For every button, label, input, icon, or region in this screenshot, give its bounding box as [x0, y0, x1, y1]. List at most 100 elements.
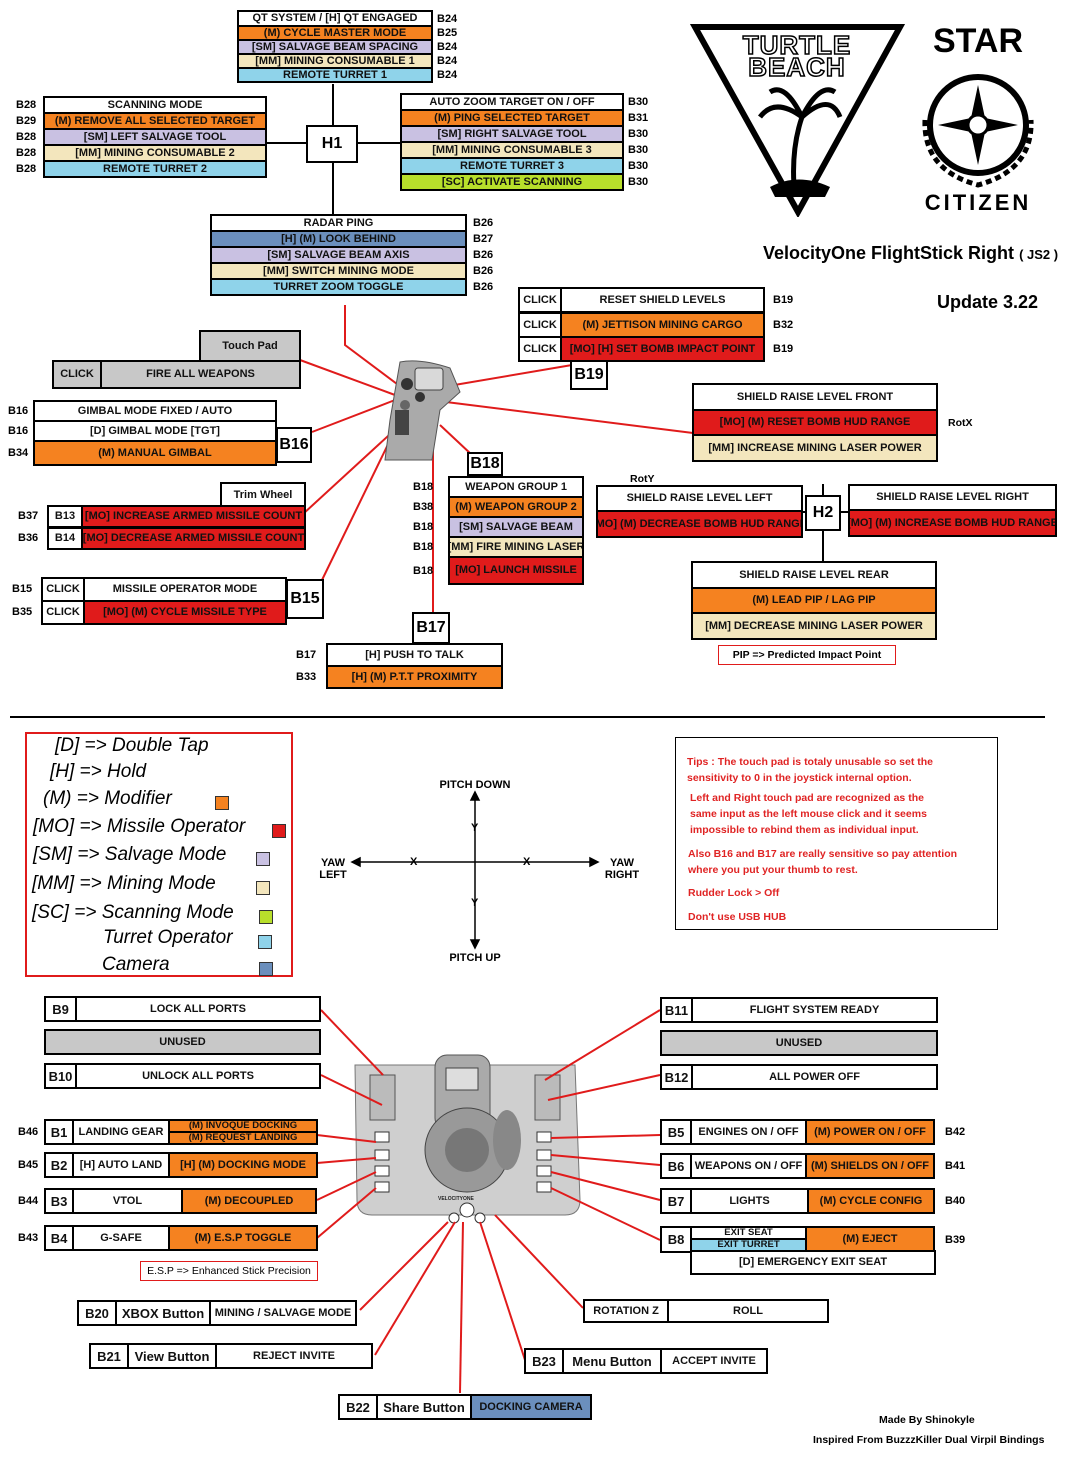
tip-line-6: Also B16 and B17 are really sensitive so… [688, 848, 958, 860]
tip-line-1: Tips : The touch pad is totaly unusable … [687, 756, 934, 768]
zoom-code-6: B30 [628, 176, 649, 188]
qt-row-5: REMOTE TURRET 1 [237, 67, 433, 83]
bottom-label-4: ACCEPT INVITE [660, 1348, 768, 1374]
joystick-drawing [384, 360, 461, 461]
weapon-code-5: B18 [413, 564, 434, 577]
ptt-code-1: B17 [296, 649, 317, 661]
tip-line-3: Left and Right touch pad are recognized … [690, 792, 924, 804]
esp-note: E.S.P => Enhanced Stick Precision [140, 1261, 318, 1281]
shieldfront-row-1: SHIELD RAISE LEVEL FRONT [692, 383, 938, 411]
credit-made-by: Made By Shinokyle [879, 1414, 975, 1426]
side-left-mod-4: (M) E.S.P TOGGLE [168, 1225, 318, 1251]
tip-line-5: impossible to rebind them as individual … [690, 824, 919, 836]
legend-swatch-7 [259, 910, 273, 924]
page-title: VelocityOne FlightStick Right ( JS2 ) [763, 243, 1058, 264]
base-left-key-1: B9 [44, 996, 77, 1022]
missile-row-2: [MO] (M) CYCLE MISSILE TYPE [83, 600, 287, 625]
missile-code-1: B15 [12, 583, 33, 595]
weapon-row-5: [MO] LAUNCH MISSILE [448, 556, 584, 585]
zoom-row-6: [SC] ACTIVATE SCANNING [400, 173, 624, 191]
hub-b17: B17 [412, 612, 450, 644]
base-left-label-1: LOCK ALL PORTS [75, 996, 321, 1022]
roty-label: RotY [630, 473, 655, 485]
side-left-mod-2: [H] (M) DOCKING MODE [168, 1152, 318, 1178]
bottom-key-4: B23 [524, 1348, 564, 1374]
rotx-label: RotX [948, 417, 973, 429]
qt-code-3: B24 [437, 41, 458, 53]
trim-code-2: B36 [18, 532, 39, 544]
side-right-mod-2: (M) SHIELDS ON / OFF [805, 1153, 935, 1179]
side-right-mod-3: (M) CYCLE CONFIG [807, 1188, 935, 1214]
hub-b16: B16 [276, 427, 312, 463]
qt-code-2: B25 [437, 27, 458, 39]
base-right-label-3: ALL POWER OFF [691, 1064, 938, 1090]
touch-pad-action: FIRE ALL WEAPONS [100, 360, 301, 389]
tip-line-7: where you put your thumb to rest. [688, 864, 858, 876]
radar-code-4: B26 [473, 265, 494, 277]
hub-h2: H2 [805, 495, 841, 531]
tip-line-2: sensitivity to 0 in the joystick interna… [687, 772, 912, 784]
legend-entry-2: [H] => Hold [50, 761, 147, 782]
scan-code-1: B28 [16, 99, 37, 111]
side-left-code-3: B44 [18, 1195, 39, 1207]
trim-row-2: [MO] DECREASE ARMED MISSILE COUNT [81, 527, 306, 550]
gimbal-code-1: B16 [8, 405, 29, 417]
radar-code-3: B26 [473, 249, 494, 261]
axis-y-top: Y [471, 822, 479, 834]
bottom-key-1: B20 [77, 1300, 117, 1326]
side-right-mod-1: (M) POWER ON / OFF [805, 1119, 935, 1145]
touch-pad-title: Touch Pad [199, 330, 301, 362]
side-right-label-3: LIGHTS [690, 1188, 809, 1214]
turtle-beach-text-1: TURTLE [742, 29, 852, 61]
side-right-code-2: B41 [945, 1160, 966, 1172]
gimbal-code-3: B34 [8, 447, 29, 459]
side-left-code-1: B46 [18, 1126, 39, 1138]
tips-box [675, 737, 998, 930]
shieldrear-row-3: [MM] DECREASE MINING LASER POWER [691, 612, 937, 640]
bottom-label-2: REJECT INVITE [215, 1343, 373, 1369]
zoom-code-4: B30 [628, 144, 649, 156]
bottom-key-2: B21 [89, 1343, 129, 1369]
shield-reset-code-1: B19 [773, 294, 794, 306]
weapon-row-2: (M) WEAPON GROUP 2 [448, 496, 584, 518]
missile-click-2: CLICK [41, 600, 85, 625]
trim-code-1: B37 [18, 510, 39, 522]
shieldrear-row-1: SHIELD RAISE LEVEL REAR [691, 561, 937, 589]
bottom-name-3: Share Button [376, 1394, 472, 1420]
b8-sub: [D] EMERGENCY EXIT SEAT [690, 1250, 936, 1275]
b8-key: B8 [660, 1226, 692, 1253]
bottom-name-2: View Button [127, 1343, 217, 1369]
ptt-code-2: B33 [296, 671, 317, 683]
weapon-code-3: B18 [413, 521, 434, 533]
axis-yaw-right-line1: YAW [609, 857, 635, 869]
scan-code-2: B29 [16, 115, 37, 127]
side-right-code-1: B42 [945, 1126, 966, 1138]
shield-reset-click-3: CLICK [518, 336, 562, 362]
tip-line-9: Don't use USB HUB [688, 911, 787, 923]
axis-pitch-up: PITCH UP [449, 952, 501, 964]
base-right-key-1: B11 [660, 997, 693, 1023]
bottom-label-3: DOCKING CAMERA [470, 1394, 592, 1420]
shieldright-row-2: [MO] (M) INCREASE BOMB HUD RANGE [848, 509, 1057, 537]
weapon-row-3: [SM] SALVAGE BEAM [448, 516, 584, 538]
legend-entry-9: Camera [102, 954, 170, 975]
weapon-code-2: B38 [413, 501, 434, 513]
side-left-code-2: B45 [18, 1159, 39, 1171]
pip-note: PIP => Predicted Impact Point [718, 645, 896, 665]
page-title-text: VelocityOne FlightStick Right [763, 243, 1015, 263]
shieldleft-row-1: SHIELD RAISE LEVEL LEFT [596, 485, 803, 512]
hub-b19: B19 [570, 360, 608, 390]
side-left-code-4: B43 [18, 1232, 39, 1244]
legend-swatch-5 [256, 852, 270, 866]
hub-b15: B15 [286, 579, 324, 619]
credit-inspired: Inspired From BuzzzKiller Dual Virpil Bi… [813, 1434, 1045, 1446]
gimbal-code-2: B16 [8, 425, 29, 437]
radar-code-1: B26 [473, 217, 494, 229]
base-drawing [354, 1054, 581, 1224]
side-left-mod2-1: (M) REQUEST LANDING [168, 1131, 318, 1145]
trim-key-1: B13 [47, 505, 83, 528]
legend-entry-7: [SC] => Scanning Mode [32, 902, 234, 923]
legend-swatch-8 [258, 935, 272, 949]
red-wires-bottom [316, 1009, 661, 1394]
hub-b18: B18 [467, 452, 503, 476]
